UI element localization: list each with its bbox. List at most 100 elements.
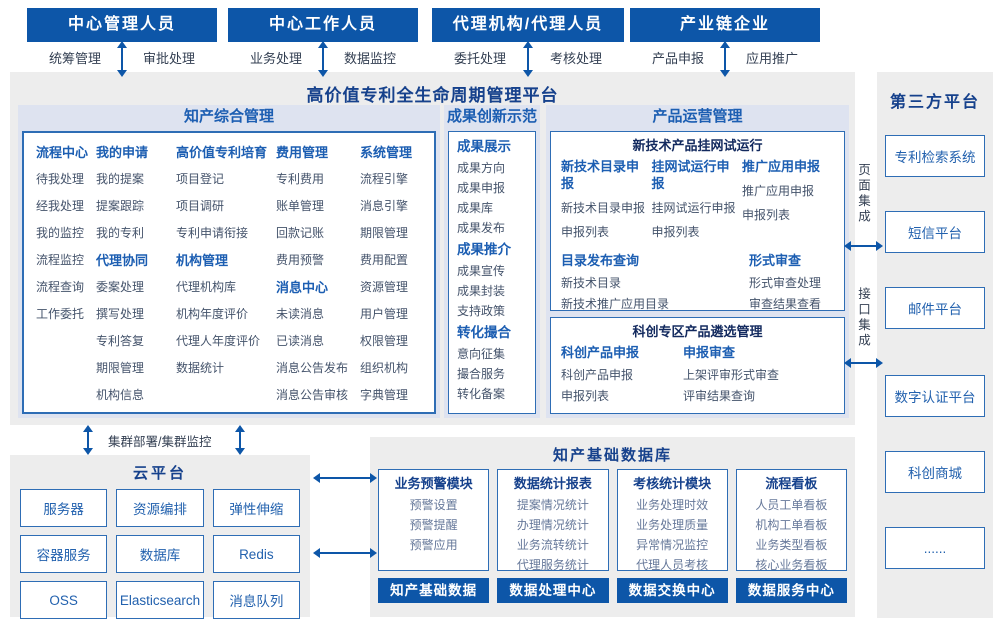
cloud-service-item: Redis [212, 535, 300, 573]
ip-management-box: 流程中心 待我处理经我处理我的监控流程监控流程查询工作委托 我的申请 我的提案提… [22, 131, 436, 414]
cloud-platform-title: 云平台 [132, 465, 187, 482]
group-title: 新技术目录申报 [561, 159, 640, 191]
module-item: 代理人员考核 [636, 558, 709, 572]
menu-column: 我的申请 我的提案提案跟踪我的专利 代理协同 委案处理撰写处理专利答复期限管理机… [96, 139, 172, 409]
cloud-service-item: 服务器 [20, 489, 108, 527]
menu-column: 流程中心 待我处理经我处理我的监控流程监控流程查询工作委托 [36, 139, 92, 409]
user-role-label: 业务处理 [250, 51, 303, 66]
user-group-center-managers: 中心管理人员 统筹管理 审批处理 [27, 8, 217, 77]
cloud-service-item: Elasticsearch [116, 581, 204, 619]
ip-database-panel: 知产基础数据库 业务预警模块 预警设置预警提醒预警应用 数据统计报表 提案情况统… [370, 437, 855, 617]
group-title: 推广应用申报 [742, 159, 821, 174]
module-title: 业务预警模块 [394, 476, 473, 491]
menu-column: 高价值专利培育 项目登记项目调研专利申请衔接 机构管理 代理机构库机构年度评价代… [176, 139, 272, 409]
menu-item: 申报列表 [561, 389, 610, 403]
cloud-service-item: 弹性伸缩 [212, 489, 300, 527]
group-title: 流程中心 [36, 145, 89, 160]
menu-item: 流程查询 [36, 280, 85, 294]
module-item: 办理情况统计 [516, 518, 589, 532]
user-group-title: 产业链企业 [630, 8, 820, 42]
group-title: 成果展示 [457, 139, 511, 154]
menu-item: 形式审查处理 [748, 276, 821, 290]
menu-item: 申报列表 [742, 208, 791, 222]
platform-panel: 高价值专利全生命周期管理平台 知产综合管理 流程中心 待我处理经我处理我的监控流… [10, 72, 855, 425]
db-center-bar: 数据交换中心 [616, 578, 728, 603]
group-title: 代理协同 [96, 253, 149, 268]
section-header: 成果创新示范 [446, 108, 537, 125]
menu-item: 机构信息 [96, 388, 145, 402]
menu-column: 形式审查 形式审查处理审查结果查看 [749, 252, 834, 336]
module-item: 业务处理时效 [636, 498, 709, 512]
group-title: 我的申请 [96, 145, 149, 160]
cloud-service-item: 资源编排 [116, 489, 204, 527]
third-party-item: 邮件平台 [885, 287, 985, 329]
module-item: 代理服务统计 [516, 558, 589, 572]
cloud-service-item: 容器服务 [20, 535, 108, 573]
user-group-center-staff: 中心工作人员 业务处理 数据监控 [228, 8, 418, 77]
group-title: 申报审查 [683, 345, 736, 360]
third-party-title: 第三方平台 [889, 94, 980, 111]
module-item: 异常情况监控 [636, 538, 709, 552]
new-tech-trial-box: 新技术产品挂网试运行 新技术目录申报 新技术目录申报申报列表 挂网试运行申报 挂… [550, 131, 845, 332]
menu-item: 科创产品申报 [561, 368, 634, 382]
db-module-assessment: 考核统计模块 业务处理时效业务处理质量异常情况监控代理人员考核 [616, 469, 728, 572]
menu-item: 新技术推广应用目录 [561, 297, 670, 311]
menu-item: 申报列表 [651, 225, 700, 239]
left-right-arrow-icon [313, 548, 377, 558]
menu-item: 流程引擎 [360, 172, 409, 186]
user-group-enterprises: 产业链企业 产品申报 应用推广 [630, 8, 820, 77]
user-role-label: 委托处理 [454, 51, 507, 66]
menu-item: 费用配置 [360, 253, 409, 267]
menu-item: 机构年度评价 [176, 307, 249, 321]
menu-item: 待我处理 [36, 172, 85, 186]
menu-item: 账单管理 [276, 199, 325, 213]
menu-item: 用户管理 [360, 307, 409, 321]
menu-item: 代理人年度评价 [176, 334, 261, 348]
group-title: 机构管理 [176, 253, 229, 268]
cluster-label: 集群部署/集群监控 [108, 435, 212, 449]
menu-item: 我的监控 [36, 226, 85, 240]
menu-item: 意向征集 [457, 347, 506, 361]
third-party-item: ...... [885, 527, 985, 569]
user-role-label: 数据监控 [343, 51, 396, 66]
db-module-statistics: 数据统计报表 提案情况统计办理情况统计业务流转统计代理服务统计 [497, 469, 609, 572]
menu-item: 挂网试运行申报 [651, 201, 736, 215]
menu-item: 审查结果查看 [748, 297, 821, 311]
platform-title: 高价值专利全生命周期管理平台 [306, 86, 559, 105]
menu-column: 申报审查 上架评审形式审查评审结果查询 [683, 344, 779, 407]
menu-item: 已读消息 [276, 334, 325, 348]
menu-item: 上架评审形式审查 [683, 368, 780, 382]
db-module-warning: 业务预警模块 预警设置预警提醒预警应用 [378, 469, 490, 571]
menu-item: 新技术目录申报 [561, 201, 646, 215]
section-product-operation: 产品运营管理 新技术产品挂网试运行 新技术目录申报 新技术目录申报申报列表 挂网… [546, 105, 849, 418]
menu-item: 申报列表 [561, 225, 610, 239]
user-role-label: 统筹管理 [49, 51, 102, 66]
menu-item: 委案处理 [96, 280, 145, 294]
user-role-label: 产品申报 [652, 51, 705, 66]
module-item: 业务流转统计 [516, 538, 589, 552]
user-group-agents: 代理机构/代理人员 委托处理 考核处理 [432, 8, 624, 77]
third-party-item: 数字认证平台 [885, 375, 985, 417]
menu-column: 推广应用申报 推广应用申报申报列表 [742, 158, 834, 244]
cloud-service-item: 消息队列 [212, 581, 300, 619]
cloud-service-item: OSS [20, 581, 108, 619]
module-item: 核心业务看板 [755, 558, 828, 572]
menu-item: 成果发布 [457, 221, 506, 235]
menu-item: 转化备案 [457, 387, 506, 401]
menu-item: 期限管理 [360, 226, 409, 240]
user-group-title: 中心工作人员 [228, 8, 418, 42]
menu-item: 提案跟踪 [96, 199, 145, 213]
module-item: 提案情况统计 [516, 498, 589, 512]
section-ip-management: 知产综合管理 流程中心 待我处理经我处理我的监控流程监控流程查询工作委托 我的申… [18, 105, 440, 418]
left-right-arrow-icon [844, 358, 883, 368]
db-center-bar: 知产基础数据 [378, 578, 490, 603]
module-item: 预警提醒 [409, 518, 458, 532]
menu-column: 科创产品申报 科创产品申报申报列表 [561, 344, 683, 407]
group-title: 成果推介 [457, 242, 511, 257]
updown-arrow-icon [117, 41, 127, 77]
menu-item: 费用预警 [276, 253, 325, 267]
menu-item: 消息公告审核 [276, 388, 349, 402]
menu-item: 新技术目录 [561, 276, 622, 290]
